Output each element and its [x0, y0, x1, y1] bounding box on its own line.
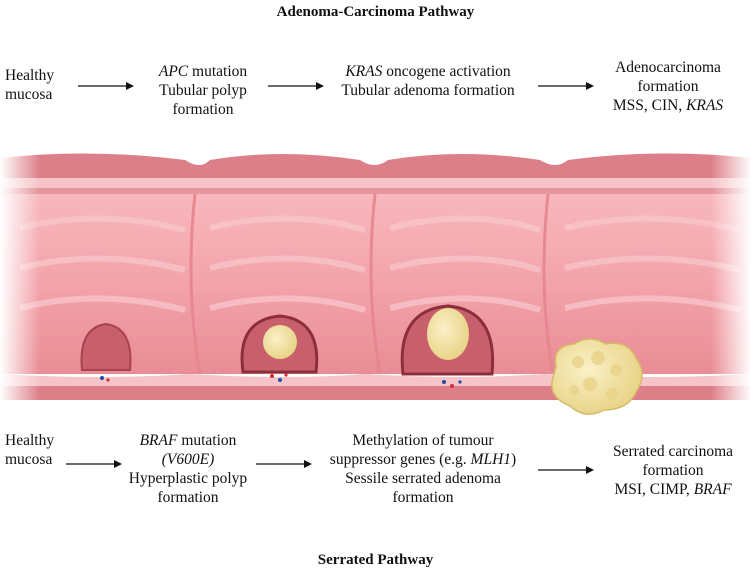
bottom-step-braf: BRAF mutation (V600E) Hyperplastic polyp…	[118, 431, 258, 507]
polyp-small	[80, 322, 132, 382]
top-step-apc: APC mutation Tubular polyp formation	[138, 62, 268, 119]
step-line: mucosa	[5, 451, 53, 468]
colon-wall-band-top-2	[0, 188, 751, 194]
gene-kras: KRAS	[686, 97, 724, 114]
bottom-pathway-title: Serrated Pathway	[317, 552, 434, 568]
step-line: Healthy	[5, 67, 55, 84]
step-line: Tubular adenoma formation	[341, 82, 515, 99]
mucosal-folds	[189, 193, 555, 375]
fade-right	[711, 148, 751, 408]
step-line: Sessile serrated adenoma	[345, 470, 501, 487]
step-line: mutation	[188, 63, 248, 80]
top-arrow-1	[78, 80, 134, 92]
bottom-arrow-3	[538, 464, 594, 476]
step-line: Healthy	[5, 432, 55, 449]
step-line: formation	[392, 489, 454, 506]
colon-wall-band-top	[0, 178, 751, 190]
polyp-large	[400, 304, 495, 388]
fade-left	[0, 148, 40, 408]
step-line: oncogene activation	[382, 63, 511, 80]
step-line: MSS, CIN,	[612, 97, 687, 114]
step-line: Methylation of tumour	[352, 432, 494, 449]
gene-mlh1: MLH1	[470, 451, 512, 468]
step-line: formation	[637, 78, 699, 95]
bottom-arrow-2	[256, 458, 312, 470]
gene-braf: BRAF	[139, 432, 178, 449]
carcinoma-mass	[551, 338, 643, 415]
bottom-step-serrated-carcinoma: Serrated carcinoma formation MSI, CIMP, …	[598, 442, 748, 499]
step-line: mutation	[177, 432, 237, 449]
gene-apc: APC	[158, 63, 189, 80]
step-line: Serrated carcinoma	[612, 443, 734, 460]
step-line: formation	[172, 101, 234, 118]
step-line: formation	[642, 462, 704, 479]
step-line: Adenocarcinoma	[615, 59, 721, 76]
step-line: )	[511, 451, 517, 468]
step-line: mucosa	[5, 86, 53, 103]
step-line: formation	[157, 489, 219, 506]
polyp-medium	[240, 314, 319, 382]
bottom-arrow-1	[66, 458, 122, 470]
top-step-healthy-mucosa: Healthy mucosa	[5, 66, 54, 104]
colon-outer-wall-top	[0, 153, 751, 184]
step-line: Tubular polyp	[159, 82, 247, 99]
step-line: MSI, CIMP,	[614, 481, 694, 498]
top-arrow-2	[268, 80, 324, 92]
top-pathway-title: Adenoma-Carcinoma Pathway	[276, 4, 475, 20]
top-step-kras: KRAS oncogene activation Tubular adenoma…	[322, 62, 534, 100]
bottom-step-methylation: Methylation of tumour suppressor genes (…	[312, 431, 534, 507]
step-line: Hyperplastic polyp	[128, 470, 248, 487]
colon-illustration	[0, 148, 751, 415]
bottom-step-healthy-mucosa: Healthy mucosa	[5, 431, 54, 469]
top-step-adenocarcinoma: Adenocarcinoma formation MSS, CIN, KRAS	[593, 58, 743, 115]
gene-kras: KRAS	[345, 63, 383, 80]
step-line: suppressor genes (e.g.	[329, 451, 471, 468]
mutation-v600e: (V600E)	[161, 451, 215, 468]
gene-braf: BRAF	[693, 481, 732, 498]
top-arrow-3	[538, 80, 594, 92]
